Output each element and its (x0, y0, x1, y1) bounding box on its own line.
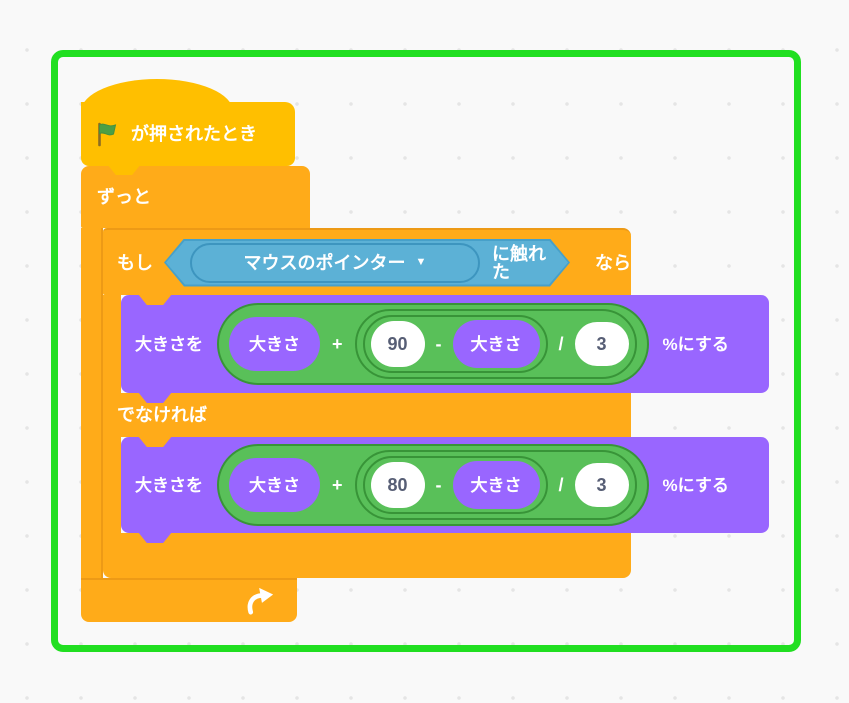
set-size-suffix: %にする (662, 334, 729, 354)
if-else-block-footer[interactable] (103, 533, 631, 578)
size-variable-label: 大きさ (249, 475, 300, 495)
hat-block-notch-tab (107, 164, 141, 175)
subtraction-operator-block[interactable]: 90 - 大きさ (362, 315, 548, 373)
subtraction-operator-block[interactable]: 80 - 大きさ (362, 456, 548, 514)
else-label: でなければ (117, 405, 207, 425)
size-variable-reporter[interactable]: 大きさ (452, 320, 540, 368)
size-variable-label: 大きさ (470, 475, 522, 495)
set-size-else-notch-tab (138, 532, 172, 543)
set-size-if-notch-tab (138, 392, 172, 403)
divide-operator-label: / (558, 475, 564, 495)
green-flag-icon (98, 122, 117, 147)
touching-condition-inner: マウスのポインター ▼ に触れた (166, 241, 568, 285)
then-label: なら (595, 252, 631, 273)
forever-block-footer[interactable] (81, 578, 297, 622)
dropdown-arrow-icon: ▼ (415, 256, 427, 268)
forever-block-left-arm[interactable] (81, 228, 103, 578)
else-divider-bar[interactable]: でなければ (103, 393, 631, 437)
size-variable-reporter[interactable]: 大きさ (229, 317, 320, 371)
touching-target-dropdown[interactable]: マウスのポインター ▼ (190, 243, 480, 283)
number-input-3[interactable]: 3 (574, 463, 629, 507)
number-value: 3 (596, 475, 607, 495)
number-input-80[interactable]: 80 (370, 462, 425, 508)
touching-suffix-label: に触れた (492, 243, 546, 282)
forever-label: ずっと (97, 187, 151, 207)
set-size-suffix: %にする (662, 475, 729, 495)
if-mouth-notch-tab (138, 294, 172, 305)
size-variable-reporter[interactable]: 大きさ (452, 461, 540, 509)
minus-operator-label: - (435, 334, 442, 354)
set-size-block-else-branch[interactable]: 大きさを 大きさ + 80 - 大きさ / 3 (121, 437, 769, 533)
number-value: 90 (387, 334, 408, 354)
loop-arrow-icon (247, 587, 274, 615)
number-input-90[interactable]: 90 (370, 321, 425, 367)
when-flag-clicked-block[interactable]: が押されたとき (81, 102, 295, 166)
set-size-prefix: 大きさを (135, 475, 203, 495)
number-input-3[interactable]: 3 (574, 322, 629, 366)
dropdown-value: マウスのポインター (243, 252, 406, 273)
if-else-block-header[interactable]: もし マウスのポインター ▼ に触れた なら (103, 228, 631, 295)
number-value: 3 (596, 334, 607, 354)
size-variable-reporter[interactable]: 大きさ (229, 458, 320, 512)
plus-operator-label: + (332, 334, 343, 354)
addition-operator-block[interactable]: 大きさ + 90 - 大きさ / 3 (217, 303, 649, 385)
plus-operator-label: + (332, 475, 343, 495)
forever-block-header[interactable]: ずっと (81, 166, 310, 228)
set-size-prefix: 大きさを (135, 334, 203, 354)
if-label: もし (117, 252, 153, 273)
number-value: 80 (387, 475, 408, 495)
size-variable-label: 大きさ (249, 334, 300, 354)
set-size-block-if-branch[interactable]: 大きさを 大きさ + 90 - 大きさ / 3 (121, 295, 769, 393)
minus-operator-label: - (435, 475, 442, 495)
size-variable-label: 大きさ (470, 334, 522, 354)
when-flag-clicked-label: が押されたとき (131, 124, 257, 144)
else-bar-notch-tab (138, 436, 172, 447)
touching-condition-block[interactable]: マウスのポインター ▼ に触れた (164, 239, 570, 287)
division-operator-block[interactable]: 80 - 大きさ / 3 (354, 450, 637, 520)
addition-operator-block[interactable]: 大きさ + 80 - 大きさ / 3 (217, 444, 649, 526)
divide-operator-label: / (558, 334, 564, 354)
division-operator-block[interactable]: 90 - 大きさ / 3 (354, 309, 637, 379)
